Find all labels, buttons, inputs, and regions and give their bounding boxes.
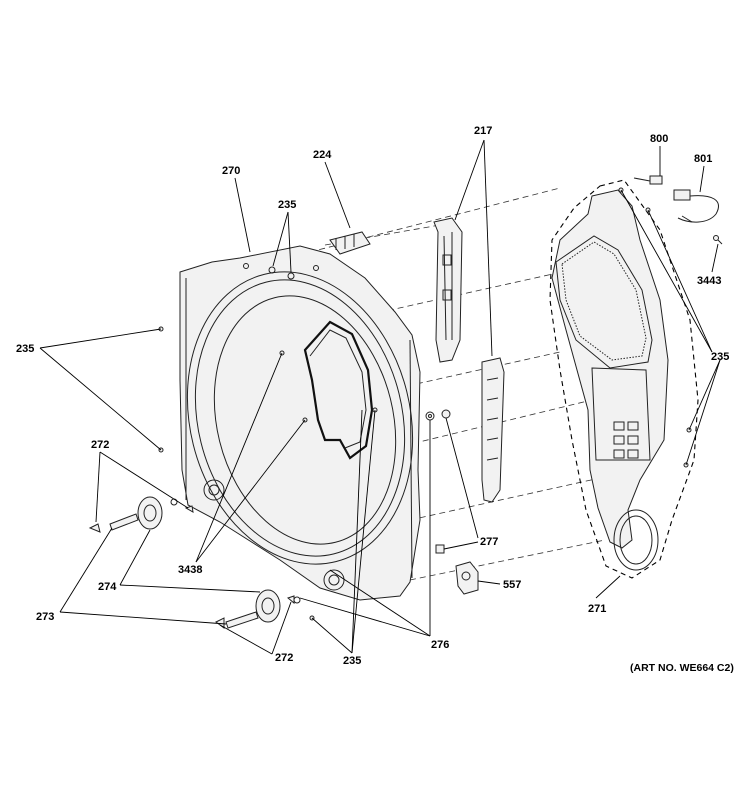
callout-217: 217 <box>474 125 492 137</box>
callout-272-top: 272 <box>91 439 109 451</box>
roller-upper <box>137 496 178 530</box>
callout-235-right: 235 <box>711 351 729 363</box>
thermistor-800 <box>633 175 663 185</box>
callout-3443: 3443 <box>697 275 721 287</box>
callout-3438: 3438 <box>178 564 202 576</box>
callout-270: 270 <box>222 165 240 177</box>
callout-276: 276 <box>431 639 449 651</box>
harness-801 <box>673 189 719 223</box>
shaft-upper <box>109 513 139 531</box>
bulkhead-boundary <box>549 179 699 579</box>
callout-277: 277 <box>480 536 498 548</box>
washers-276 <box>425 411 435 421</box>
drum-front-panel <box>179 245 421 601</box>
callout-235-bottom: 235 <box>343 655 361 667</box>
roller-lower <box>255 589 301 623</box>
callout-235-top: 235 <box>278 199 296 211</box>
callout-557: 557 <box>503 579 521 591</box>
shaft-lower <box>225 611 259 629</box>
callout-274: 274 <box>98 581 117 593</box>
art-number: (ART NO. WE664 C2) <box>630 662 734 674</box>
clip-224 <box>329 231 371 255</box>
callout-235-left: 235 <box>16 343 34 355</box>
leader-lines <box>39 139 721 655</box>
screw-3443 <box>713 235 723 245</box>
bracket-217-lower <box>481 357 505 503</box>
rear-bulkhead-271 <box>551 189 669 571</box>
bearings-277 <box>435 409 451 554</box>
bracket-217-upper <box>433 217 463 363</box>
callout-272-bottom: 272 <box>275 652 293 664</box>
callout-273: 273 <box>36 611 54 623</box>
callout-800: 800 <box>650 133 668 145</box>
clips-272 <box>88 505 295 629</box>
switch-557 <box>455 561 479 595</box>
callout-224: 224 <box>313 149 332 161</box>
callout-801: 801 <box>694 153 712 165</box>
callout-271: 271 <box>588 603 606 615</box>
callout-labels: 270 224 217 800 801 3443 235 235 235 235… <box>16 125 734 674</box>
